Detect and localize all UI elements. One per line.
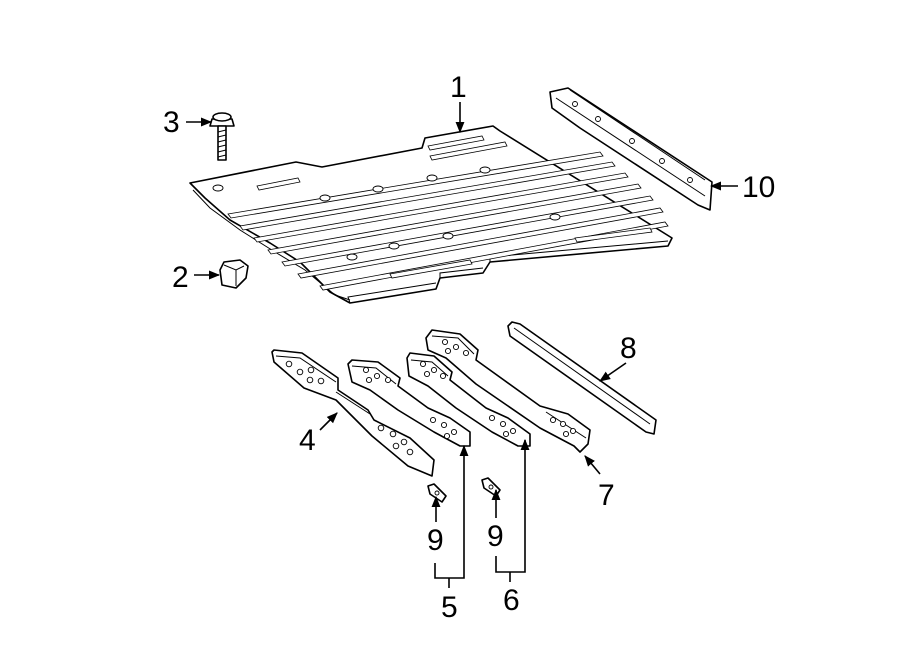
callout-3: 3 bbox=[163, 106, 180, 139]
floor-ribs bbox=[227, 135, 669, 291]
callout-labels: 1 3 2 10 8 4 7 9 9 5 6 bbox=[163, 71, 775, 624]
channel-8 bbox=[507, 321, 657, 435]
callout-1: 1 bbox=[450, 71, 467, 104]
callout-9-left: 9 bbox=[427, 524, 444, 557]
callout-4: 4 bbox=[299, 424, 316, 457]
callout-5: 5 bbox=[441, 591, 458, 624]
clip-left bbox=[427, 483, 447, 503]
bolt bbox=[209, 112, 235, 161]
callout-9-right: 9 bbox=[487, 520, 504, 553]
crossmember-4 bbox=[271, 349, 435, 477]
callout-10: 10 bbox=[742, 171, 775, 204]
leader-lines bbox=[186, 102, 738, 588]
bracket bbox=[219, 259, 249, 289]
crossmember-7 bbox=[425, 329, 591, 453]
callout-2: 2 bbox=[172, 261, 189, 294]
callout-7: 7 bbox=[598, 479, 615, 512]
floor-pan bbox=[189, 125, 673, 304]
callout-8: 8 bbox=[620, 332, 637, 365]
side-rail bbox=[549, 87, 713, 211]
callout-6: 6 bbox=[503, 584, 520, 617]
crossmember-5 bbox=[347, 359, 471, 447]
clip-right bbox=[481, 477, 501, 497]
floor-holes bbox=[212, 166, 561, 261]
crossmember-6 bbox=[406, 352, 531, 447]
